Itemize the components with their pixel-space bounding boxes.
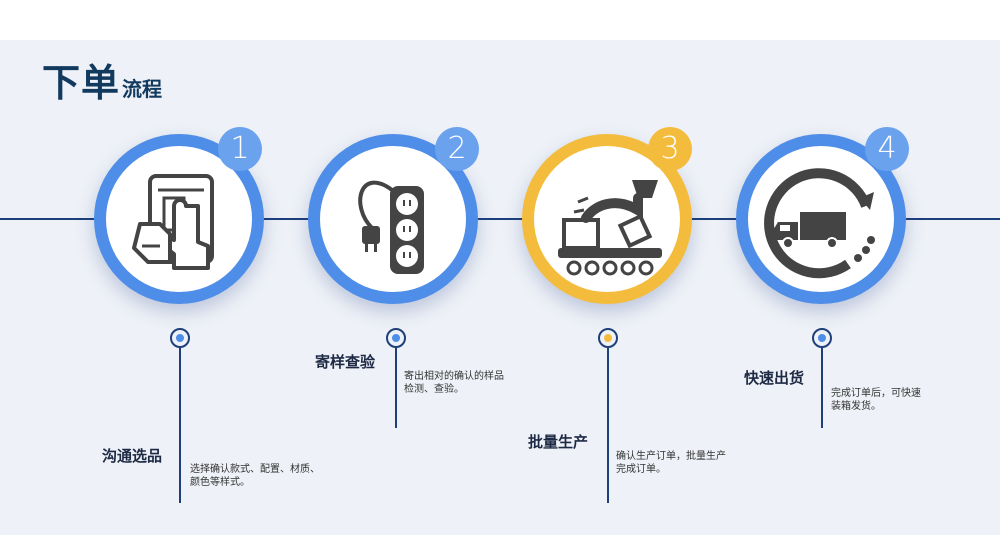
page-title: 下单流程 xyxy=(42,52,162,107)
step-3-connector-line xyxy=(607,348,609,503)
step-1-desc-line1: 选择确认款式、配置、材质、 xyxy=(190,464,320,475)
step-2-desc-line2: 检测、查验。 xyxy=(404,384,464,395)
step-3-title: 批量生产 xyxy=(528,433,589,451)
step-4-desc-line1: 完成订单后，可快速 xyxy=(831,388,921,399)
step-4-number-badge: 4 xyxy=(865,127,909,171)
step-4-circle xyxy=(736,134,906,304)
step-2-title: 寄样查验 xyxy=(315,353,376,371)
factory-conveyor-icon xyxy=(558,180,662,276)
step-4-timeline-dot xyxy=(812,328,832,348)
delivery-truck-icon xyxy=(764,168,875,279)
step-2-desc-line1: 寄出相对的确认的样品 xyxy=(404,371,504,382)
page-title-sub: 流程 xyxy=(122,77,163,101)
step-4-desc-line2: 装箱发货。 xyxy=(831,401,881,412)
step-3-desc-line2: 完成订单。 xyxy=(616,464,666,475)
tablet-touch-icon xyxy=(132,174,214,270)
step-3-timeline-dot xyxy=(598,328,618,348)
step-4-title: 快速出货 xyxy=(744,369,805,387)
page-title-main: 下单 xyxy=(42,61,121,105)
step-2-connector-line xyxy=(395,348,397,428)
power-strip-icon xyxy=(358,180,424,274)
step-4-connector-line xyxy=(821,348,823,428)
step-1-title: 沟通选品 xyxy=(102,447,163,465)
step-1-number-badge: 1 xyxy=(218,127,262,171)
step-2-number-badge: 2 xyxy=(435,127,479,171)
step-3-number-badge: 3 xyxy=(648,127,692,171)
step-1-connector-line xyxy=(179,348,181,503)
timeline-horizontal-line xyxy=(0,218,1000,220)
step-3-desc-line1: 确认生产订单，批量生产 xyxy=(616,451,726,462)
step-1-desc-line2: 颜色等样式。 xyxy=(190,477,250,488)
step-2-timeline-dot xyxy=(386,328,406,348)
step-1-timeline-dot xyxy=(170,328,190,348)
